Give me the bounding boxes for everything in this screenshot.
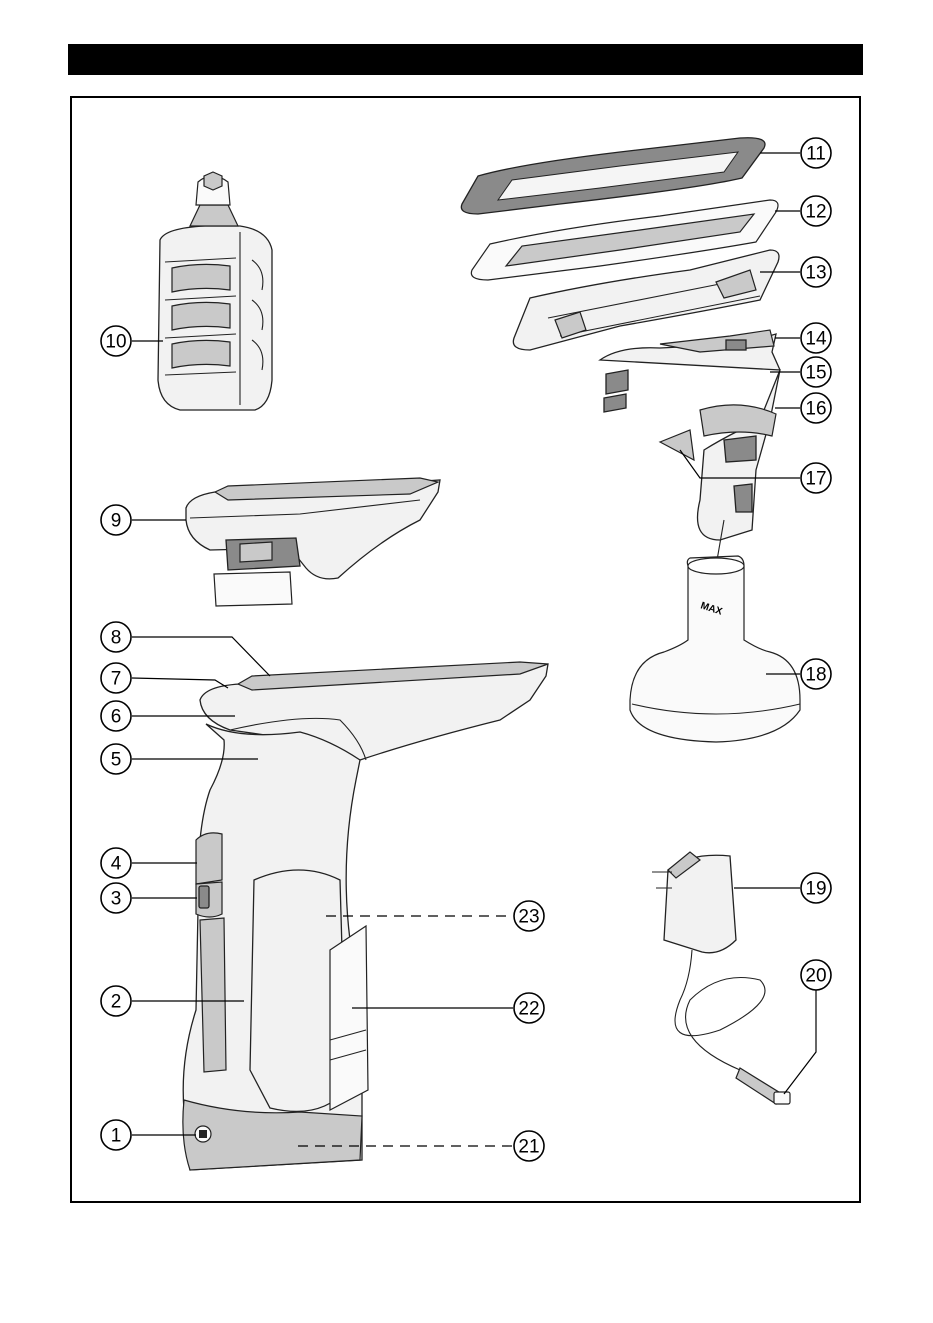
callout-17-label: 17 (805, 469, 826, 490)
callout-9: 9 (101, 505, 131, 535)
callout-17: 17 (801, 463, 831, 493)
callout-3-label: 3 (111, 889, 122, 910)
callout-15-label: 15 (805, 363, 826, 384)
callout-2: 2 (101, 986, 131, 1016)
callout-22-label: 22 (518, 999, 539, 1020)
callout-20: 20 (801, 960, 831, 990)
callout-21-label: 21 (518, 1137, 539, 1158)
callout-7: 7 (101, 663, 131, 693)
callout-12: 12 (801, 196, 831, 226)
callout-9-label: 9 (111, 511, 122, 532)
callout-10-label: 10 (105, 332, 126, 353)
callout-8: 8 (101, 622, 131, 652)
callout-14-label: 14 (805, 329, 827, 350)
callout-6: 6 (101, 701, 131, 731)
charger (652, 852, 790, 1104)
detergent-bottle (158, 172, 272, 410)
callout-23: 23 (514, 901, 544, 931)
callout-22: 22 (514, 993, 544, 1023)
callout-5: 5 (101, 744, 131, 774)
wiper-cover (461, 138, 765, 214)
callout-4: 4 (101, 848, 131, 878)
callout-4-label: 4 (111, 854, 122, 875)
callout-8-label: 8 (111, 628, 122, 649)
callout-18-label: 18 (805, 665, 826, 686)
callout-6-label: 6 (111, 707, 122, 728)
callout-14: 14 (801, 323, 831, 353)
callout-13: 13 (801, 257, 831, 287)
callout-23-label: 23 (518, 907, 539, 928)
callout-21: 21 (514, 1131, 544, 1161)
callout-5-label: 5 (111, 750, 122, 771)
callout-19: 19 (801, 873, 831, 903)
callout-2-label: 2 (111, 992, 122, 1013)
callout-20-label: 20 (805, 966, 826, 987)
callout-18: 18 (801, 659, 831, 689)
callout-13-label: 13 (805, 263, 826, 284)
callout-16: 16 (801, 393, 831, 423)
callout-7-label: 7 (111, 669, 122, 690)
callout-16-label: 16 (805, 399, 826, 420)
callout-15: 15 (801, 357, 831, 387)
callout-19-label: 19 (805, 879, 826, 900)
callout-10: 10 (101, 326, 131, 356)
callout-1: 1 (101, 1120, 131, 1150)
callout-11: 11 (801, 138, 831, 168)
callout-12-label: 12 (805, 202, 826, 223)
callout-1-label: 1 (111, 1126, 122, 1147)
callout-3: 3 (101, 883, 131, 913)
callout-11-label: 11 (806, 144, 826, 165)
spray-bottle: MAX (600, 330, 800, 742)
suction-nozzle (186, 478, 440, 606)
